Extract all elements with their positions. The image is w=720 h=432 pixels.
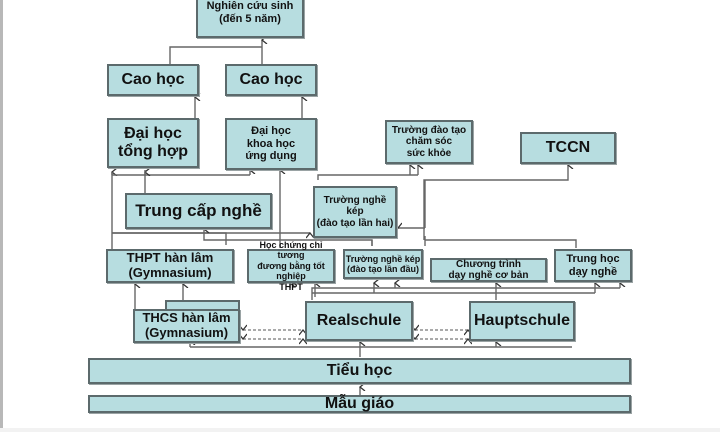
box-thpt-han-lam: THPT hàn lâm (Gymnasium) xyxy=(106,249,234,283)
box-label: Trường nghề kép (đào tạo lần đầu) xyxy=(345,253,421,274)
box-chuong-trinh-day-nghe-co-ban: Chương trình dạy nghề cơ bản xyxy=(430,258,547,282)
box-label: THCS hàn lâm (Gymnasium) xyxy=(142,310,231,340)
box-cao-hoc-1: Cao học xyxy=(107,64,199,96)
box-label: Cao học xyxy=(239,70,303,88)
box-dai-hoc-khoa-hoc-ung-dung: Đại học khoa học ứng dụng xyxy=(225,118,317,170)
box-label: Chương trình dạy nghề cơ bản xyxy=(448,258,529,282)
box-label: Trung học dạy nghề xyxy=(566,252,620,278)
box-label: Nghiên cứu sinh (đến 5 năm) xyxy=(206,0,294,25)
box-thcs-han-lam: THCS hàn lâm (Gymnasium) xyxy=(133,309,240,343)
box-label: Học chứng chỉ tương đương bằng tốt nghiệ… xyxy=(257,240,325,292)
box-tieu-hoc: Tiểu học xyxy=(88,358,631,384)
box-label: Realschule xyxy=(316,311,402,329)
box-label: THPT hàn lâm (Gymnasium) xyxy=(126,250,214,280)
box-cao-hoc-2: Cao học xyxy=(225,64,317,96)
box-label: Cao học xyxy=(121,70,185,88)
box-hauptschule: Hauptschule xyxy=(469,301,575,341)
box-dai-hoc-tong-hop: Đại học tổng hợp xyxy=(107,118,199,168)
box-truong-nghe-kep-lan-dau: Trường nghề kép (đào tạo lần đầu) xyxy=(343,249,423,279)
box-nghien-cuu-sinh: Nghiên cứu sinh (đến 5 năm) xyxy=(196,0,304,38)
box-hoc-chung-chi: Học chứng chỉ tương đương bằng tốt nghiệ… xyxy=(247,240,335,292)
box-label: Trường đào tạo chăm sóc sức khỏe xyxy=(391,124,467,159)
box-realschule: Realschule xyxy=(305,301,413,341)
box-tccn: TCCN xyxy=(520,132,616,164)
box-label: TCCN xyxy=(545,138,591,156)
box-truong-dao-tao-cham-soc-suc-khoe: Trường đào tạo chăm sóc sức khỏe xyxy=(385,120,473,164)
box-label: Đại học tổng hợp xyxy=(117,124,188,160)
box-label: Trung cấp nghề xyxy=(135,201,262,221)
box-trung-cap-nghe: Trung cấp nghề xyxy=(125,193,272,229)
box-truong-nghe-kep-lan-hai: Trường nghề kép (đào tạo lần hai) xyxy=(313,186,397,238)
slide-bottom-border xyxy=(0,428,720,432)
box-label: Trường nghề kép (đào tạo lần hai) xyxy=(316,194,394,229)
box-label: Tiểu học xyxy=(326,361,393,379)
box-label: Hauptschule xyxy=(473,311,570,329)
slide-left-border xyxy=(0,0,3,432)
box-label: Đại học khoa học ứng dụng xyxy=(245,125,297,163)
box-label: Mẫu giáo xyxy=(324,394,395,412)
box-trung-hoc-day-nghe: Trung học dạy nghề xyxy=(554,249,632,282)
box-mau-giao: Mẫu giáo xyxy=(88,395,631,413)
